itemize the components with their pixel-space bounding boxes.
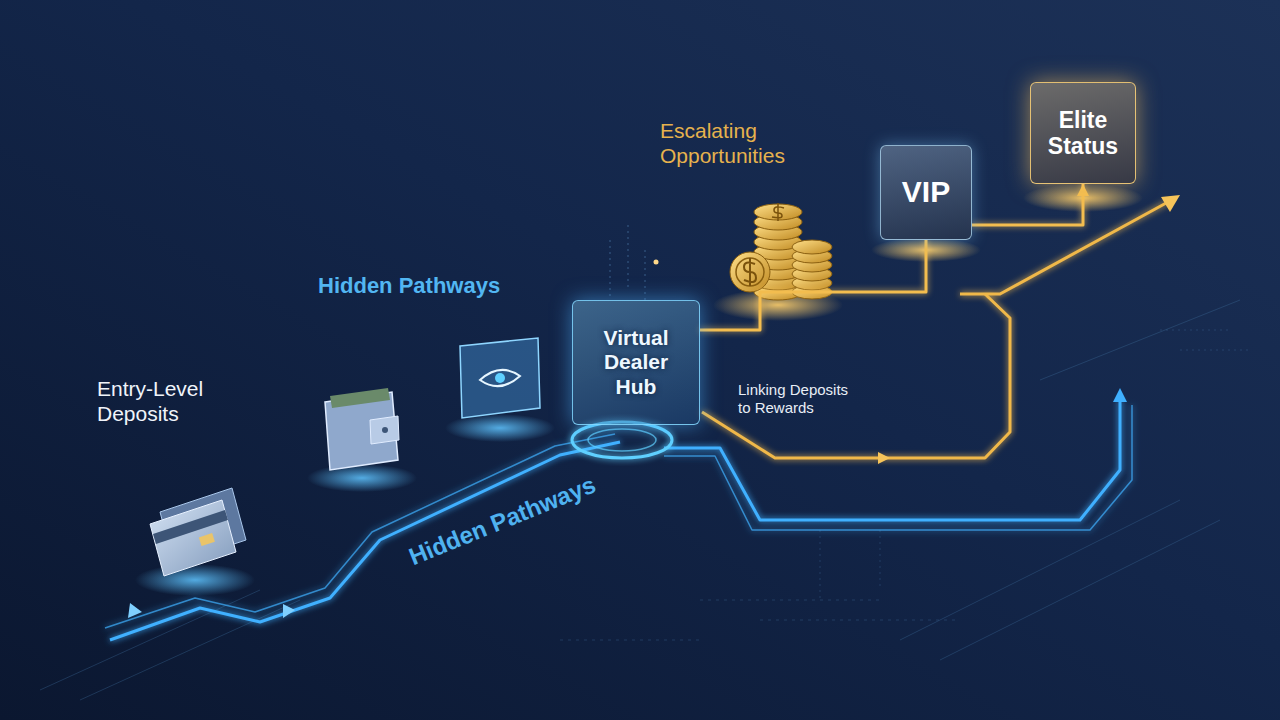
pathway-label: Hidden Pathways bbox=[405, 471, 599, 570]
credit-card-icon bbox=[150, 488, 246, 576]
decor-ellipse bbox=[572, 422, 672, 458]
spark bbox=[654, 260, 659, 265]
stage-label: Entry-Level Deposits bbox=[97, 377, 203, 425]
decor-ellipse bbox=[754, 204, 802, 220]
decor-path bbox=[560, 600, 960, 640]
decor-circle bbox=[736, 258, 764, 286]
decor-path bbox=[40, 300, 1240, 700]
decor-path bbox=[772, 203, 784, 221]
node-text: Virtual Dealer Hub bbox=[581, 326, 691, 398]
pathway-label-wrap: Hidden Pathways bbox=[405, 471, 600, 572]
decor-g bbox=[730, 204, 832, 300]
eye-panel-icon bbox=[460, 338, 540, 418]
tier-card: Elite Status bbox=[1030, 82, 1136, 184]
decor-rect bbox=[199, 533, 215, 546]
wallet-icon bbox=[325, 388, 399, 470]
arrowhead bbox=[1077, 184, 1089, 196]
node-text: VIP bbox=[902, 175, 950, 210]
decor-path bbox=[664, 405, 1132, 530]
arrowhead bbox=[1113, 388, 1127, 402]
hub-ring bbox=[572, 422, 672, 458]
decor-path bbox=[664, 400, 1120, 520]
gold-pathway bbox=[702, 202, 1168, 458]
connector bbox=[972, 184, 1083, 225]
decor-path bbox=[610, 225, 645, 300]
node-text: Elite Status bbox=[1039, 107, 1127, 160]
pathway-label-wrap: Hidden Pathways bbox=[318, 273, 500, 299]
stage-label-wrap: Escalating Opportunities bbox=[660, 118, 830, 168]
blue-pathway bbox=[105, 400, 1132, 640]
chevron bbox=[878, 452, 890, 464]
decor-ellipse bbox=[588, 429, 656, 451]
note-label: Linking Deposits to Rewards bbox=[738, 381, 848, 416]
decor-circle bbox=[495, 373, 505, 383]
stage-label: Escalating Opportunities bbox=[660, 119, 785, 167]
decor-ellipse bbox=[792, 240, 832, 254]
decor-path bbox=[960, 202, 1168, 294]
stage-label-wrap: Entry-Level Deposits bbox=[97, 376, 237, 426]
hub-panel: Virtual Dealer Hub bbox=[572, 300, 700, 425]
decor-polygon bbox=[153, 510, 228, 544]
decor-polygon bbox=[150, 500, 236, 576]
decor-path bbox=[744, 258, 756, 286]
decor-circle bbox=[382, 427, 388, 433]
decor-path bbox=[820, 330, 1250, 600]
platform-glow bbox=[307, 464, 417, 492]
connector bbox=[700, 240, 926, 330]
note-label-wrap: Linking Deposits to Rewards bbox=[738, 381, 863, 417]
tier-card: VIP bbox=[880, 145, 972, 240]
coin-stacks bbox=[730, 203, 832, 300]
decor-path bbox=[702, 294, 1010, 458]
decor-path bbox=[480, 370, 520, 386]
platform-glow bbox=[135, 564, 255, 596]
decor-polygon bbox=[460, 338, 540, 418]
chevron bbox=[283, 604, 295, 618]
chevron bbox=[128, 603, 142, 618]
decor-circle bbox=[730, 252, 770, 292]
circuit-traces bbox=[40, 225, 1250, 700]
pathway-label: Hidden Pathways bbox=[318, 273, 500, 298]
decor-polygon bbox=[330, 388, 390, 408]
arrowhead bbox=[1161, 195, 1180, 212]
decor-polygon bbox=[370, 416, 399, 444]
